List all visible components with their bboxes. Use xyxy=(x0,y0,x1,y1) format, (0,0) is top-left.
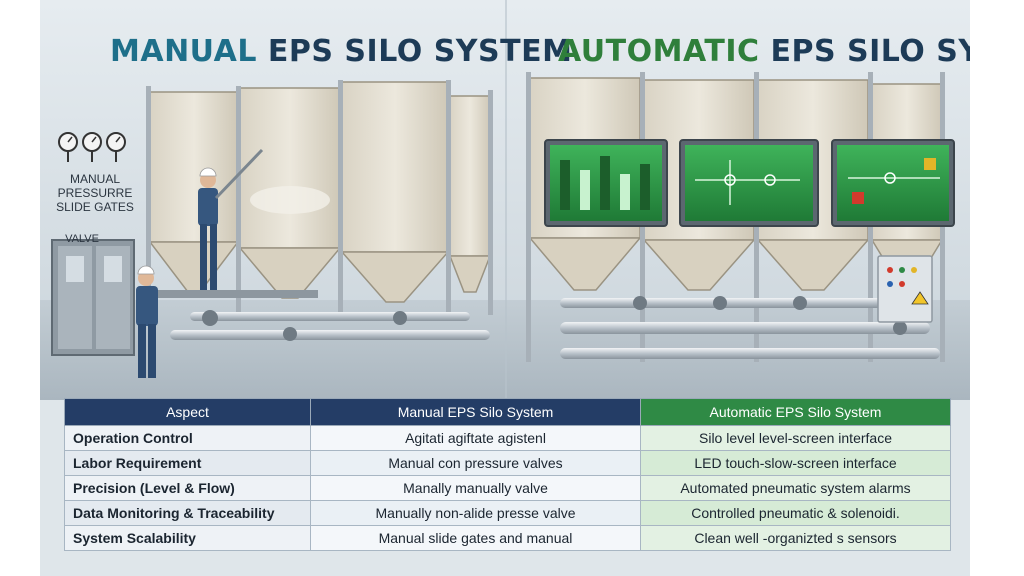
cell-manual: Agitati agiftate agistenl xyxy=(310,425,641,451)
table-row: Operation Control Agitati agiftate agist… xyxy=(64,425,951,451)
valve-label: VALVE xyxy=(65,233,99,245)
cell-automatic: Automated pneumatic system alarms xyxy=(640,475,951,501)
automatic-title-rest: EPS SILO SYSTEM xyxy=(770,34,970,70)
manual-title-accent: MANUAL xyxy=(110,34,257,70)
control-screen-2 xyxy=(679,139,819,227)
header-manual: Manual EPS Silo System xyxy=(310,398,641,426)
cell-aspect: Precision (Level & Flow) xyxy=(64,475,311,501)
cell-automatic: Silo level level-screen interface xyxy=(640,425,951,451)
manual-title: MANUAL EPS SILO SYSTEM xyxy=(110,34,572,69)
door xyxy=(51,239,135,356)
automatic-title-accent: AUTOMATIC xyxy=(558,34,760,70)
cell-aspect: Operation Control xyxy=(64,425,311,451)
comparison-table: Aspect Manual EPS Silo System Automatic … xyxy=(64,398,951,551)
table-header-row: Aspect Manual EPS Silo System Automatic … xyxy=(64,398,951,426)
table-row: Precision (Level & Flow) Manally manuall… xyxy=(64,475,951,501)
control-panel-box xyxy=(877,255,933,323)
table-row: Labor Requirement Manual con pressure va… xyxy=(64,450,951,476)
header-aspect: Aspect xyxy=(64,398,311,426)
cell-aspect: Labor Requirement xyxy=(64,450,311,476)
table-row: Data Monitoring & Traceability Manually … xyxy=(64,500,951,526)
worker-on-floor xyxy=(136,265,158,378)
cell-manual: Manally manually valve xyxy=(310,475,641,501)
control-screen-1 xyxy=(544,139,668,227)
table-row: System Scalability Manual slide gates an… xyxy=(64,525,951,551)
automatic-title: AUTOMATIC EPS SILO SYSTEM xyxy=(558,34,970,69)
manual-silos xyxy=(146,80,493,341)
worker-on-platform xyxy=(198,148,264,290)
cell-aspect: System Scalability xyxy=(64,525,311,551)
cell-automatic: Controlled pneumatic & solenoidi. xyxy=(640,500,951,526)
manual-title-rest: EPS SILO SYSTEM xyxy=(256,34,573,70)
illustration-frame: MANUAL EPS SILO SYSTEM AUTOMATIC EPS SIL… xyxy=(40,0,970,576)
cell-automatic: Clean well -organizted s sensors xyxy=(640,525,951,551)
header-automatic: Automatic EPS Silo System xyxy=(640,398,951,426)
control-screen-3 xyxy=(831,139,955,227)
cell-manual: Manually non-alide presse valve xyxy=(310,500,641,526)
cell-manual: Manual con pressure valves xyxy=(310,450,641,476)
cell-aspect: Data Monitoring & Traceability xyxy=(64,500,311,526)
cell-manual: Manual slide gates and manual xyxy=(310,525,641,551)
pressure-gauges xyxy=(58,132,126,162)
gauges-label: MANUAL PRESSURRE SLIDE GATES xyxy=(56,172,134,214)
cell-automatic: LED touch-slow-screen interface xyxy=(640,450,951,476)
factory-scene xyxy=(40,0,970,400)
